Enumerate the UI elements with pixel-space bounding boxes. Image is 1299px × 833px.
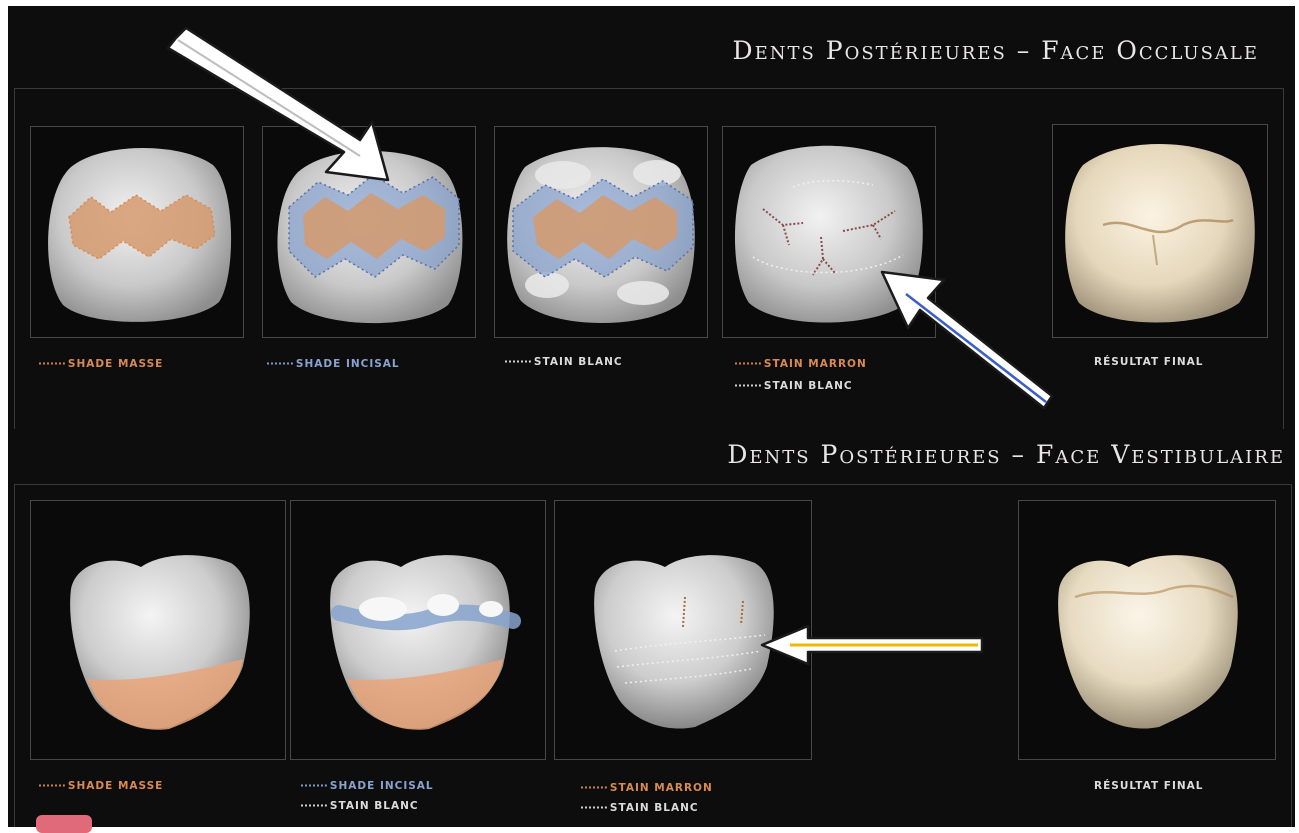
- caption-vestibulaire-shade-masse: ·······Shade Masse: [38, 780, 163, 792]
- tooth-occlusal-4-icon: [723, 127, 935, 337]
- caption-occlusal-stain-blanc-2: ·······Stain Blanc: [734, 380, 853, 392]
- caption-vestibulaire-resultat: Résultat final: [1094, 780, 1203, 792]
- panel-occlusal-stain-marron: [722, 126, 936, 338]
- panel-vestibulaire-shade-masse: [30, 500, 286, 760]
- tooth-occlusal-2-icon: [263, 127, 475, 337]
- pink-tab: [36, 815, 92, 833]
- panel-occlusal-shade-incisal: [262, 126, 476, 338]
- section-title-vestibulaire: Dents Postérieures – Face Vestibulaire: [727, 440, 1285, 469]
- tooth-occlusal-final-icon: [1053, 125, 1267, 337]
- caption-occlusal-resultat: Résultat final: [1094, 356, 1203, 368]
- panel-vestibulaire-shade-incisal: [290, 500, 546, 760]
- caption-occlusal-stain-marron: ·······Stain Marron: [734, 358, 867, 370]
- caption-occlusal-shade-masse: ·······Shade Masse: [38, 358, 163, 370]
- panel-occlusal-stain-blanc: [494, 126, 708, 338]
- panel-occlusal-resultat: [1052, 124, 1268, 338]
- tooth-occlusal-3-icon: [495, 127, 707, 337]
- tooth-vestibular-2-icon: [291, 501, 545, 759]
- caption-vestibulaire-shade-incisal: ·······Shade Incisal: [300, 780, 434, 792]
- caption-vestibulaire-stain-blanc-2: ·······Stain Blanc: [580, 802, 699, 814]
- panel-vestibulaire-resultat: [1018, 500, 1276, 760]
- panel-vestibulaire-stain-marron: [554, 500, 812, 760]
- caption-vestibulaire-stain-blanc: ·······Stain Blanc: [300, 800, 419, 812]
- figure-canvas: Dents Postérieures – Face Occlusale: [8, 6, 1295, 827]
- caption-vestibulaire-stain-marron: ·······Stain Marron: [580, 782, 713, 794]
- panel-occlusal-shade-masse: [30, 126, 244, 338]
- tooth-vestibular-final-icon: [1019, 501, 1275, 759]
- tooth-vestibular-1-icon: [31, 501, 285, 759]
- tooth-occlusal-1-icon: [31, 127, 243, 337]
- section-title-occlusal: Dents Postérieures – Face Occlusale: [733, 36, 1259, 65]
- tooth-vestibular-3-icon: [555, 501, 811, 759]
- caption-occlusal-shade-incisal: ·······Shade Incisal: [266, 358, 400, 370]
- caption-occlusal-stain-blanc: ·······Stain Blanc: [504, 356, 623, 368]
